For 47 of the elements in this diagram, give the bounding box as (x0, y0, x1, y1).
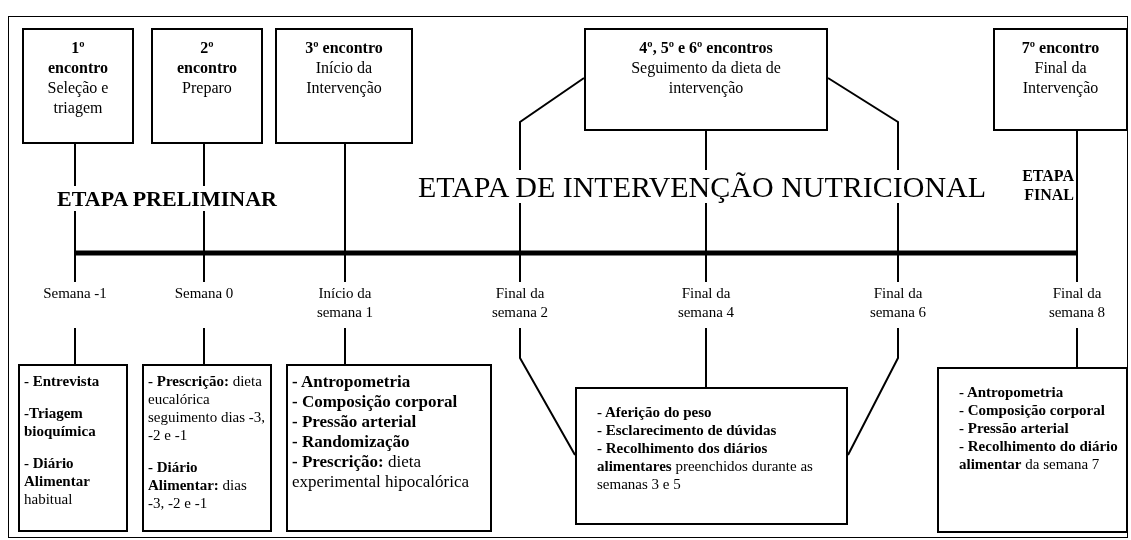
meeting-description: Seguimento da dieta de intervenção (630, 58, 782, 98)
activity-box (575, 387, 848, 525)
connector-line (705, 327, 707, 388)
stage-title: ETAPA FINAL (1021, 166, 1075, 204)
connector-line (1076, 130, 1078, 283)
activity-item: - Esclarecimento de dúvidas (597, 421, 778, 439)
activity-item: - Aferição do peso (597, 403, 713, 421)
activity-item: - Pressão arterial (959, 419, 1070, 437)
connector-line (74, 327, 76, 365)
meeting-heading: 3º encontro (304, 38, 384, 58)
connector-line (203, 327, 205, 365)
activity-item: - Entrevista (24, 372, 101, 390)
activity-item: - Recolhimento dos diários alimentares preenchidos durante as semanas 3 e 5 (597, 439, 814, 493)
activity-box (937, 367, 1128, 533)
activity-box (18, 364, 128, 532)
meeting-description: Final da Intervenção (1021, 58, 1100, 98)
meeting-heading: 7º encontro (1020, 38, 1101, 58)
meeting-box (151, 28, 263, 144)
activity-item: - Composição corporal (959, 401, 1106, 419)
activity-item: - Antropometria (292, 372, 412, 392)
activity-item: - Pressão arterial (292, 412, 418, 432)
meeting-box (584, 28, 828, 131)
activity-item: - Antropometria (959, 383, 1065, 401)
activity-item: - Diário Alimentar: dias -3, -2 e -1 (148, 458, 248, 512)
activity-item: - Randomização (292, 432, 411, 452)
meeting-description: Seleção e triagem (46, 78, 110, 118)
meeting-heading: 4º, 5º e 6º encontros (638, 38, 774, 58)
connector-line (1076, 327, 1078, 368)
meeting-box (993, 28, 1128, 131)
activity-item: - Prescrição: dieta experimental hipocalórica (292, 452, 470, 492)
connector-line (344, 327, 346, 365)
meeting-description: Preparo (181, 78, 233, 98)
connector-line (847, 327, 899, 456)
meeting-heading: 2º encontro (175, 38, 239, 78)
activity-item: - Diário Alimentar habitual (24, 454, 91, 508)
connector-line (344, 143, 346, 283)
activity-box (286, 364, 492, 532)
meeting-description: Início da Intervenção (305, 58, 383, 98)
connector-line (519, 327, 576, 456)
activity-item: - Prescrição: dieta eucalórica seguimento dias -3, -2 e -1 (148, 372, 266, 444)
activity-item: - Recolhimento do diário alimentar da semana 7 (959, 437, 1119, 473)
meeting-box (275, 28, 413, 144)
meeting-heading: 1º encontro (46, 38, 110, 78)
activity-box (142, 364, 272, 532)
activity-item: -Triagem bioquímica (24, 404, 97, 440)
activity-item: - Composição corporal (292, 392, 459, 412)
meeting-box (22, 28, 134, 144)
